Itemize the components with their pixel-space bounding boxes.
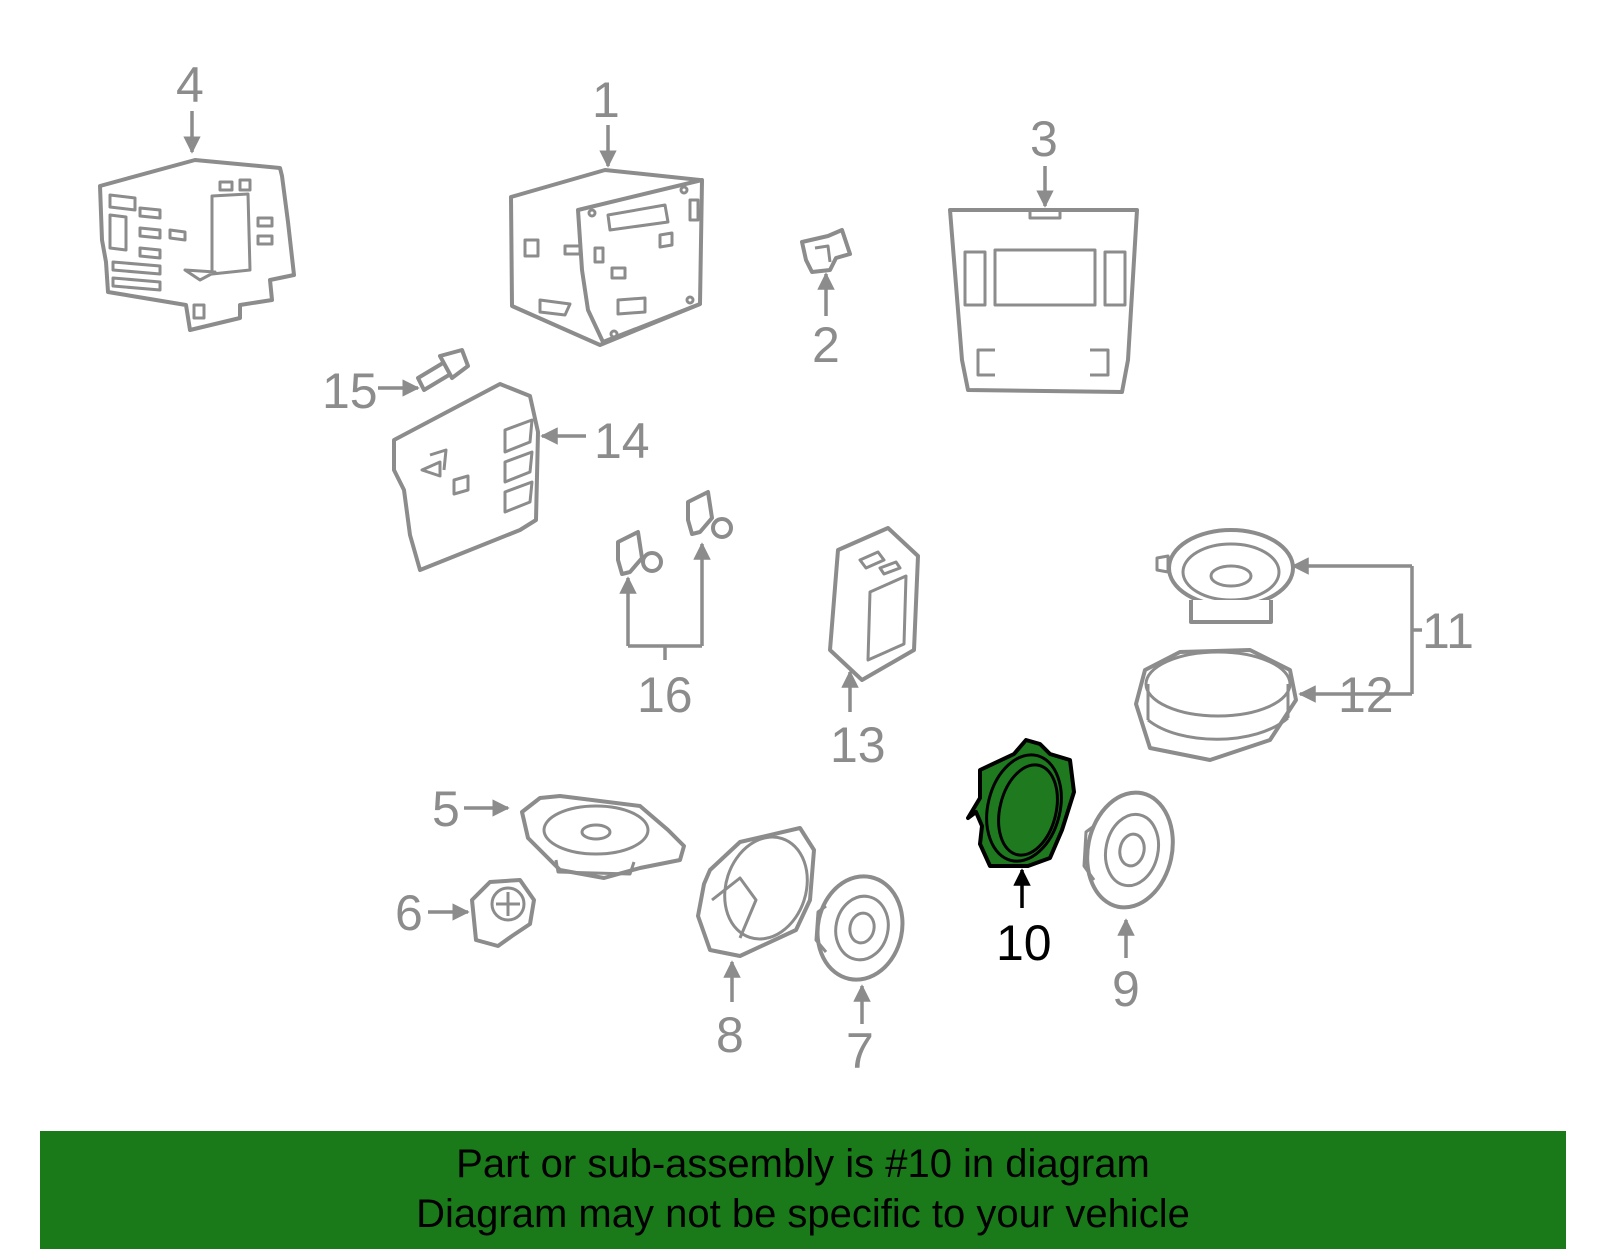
- part-13-module[interactable]: [828, 526, 920, 682]
- part-1-radio-receiver[interactable]: [509, 168, 704, 347]
- part-11-speaker[interactable]: [1155, 528, 1295, 624]
- callout-16: 16: [637, 667, 693, 723]
- part-12-speaker-adapter[interactable]: [1134, 648, 1298, 762]
- callout-10: 10: [996, 915, 1052, 971]
- part-5-speaker[interactable]: [520, 794, 686, 880]
- callout-7: 7: [846, 1023, 874, 1079]
- part-14-amplifier-module[interactable]: [392, 382, 540, 572]
- callout-6: 6: [395, 885, 423, 941]
- info-banner: Part or sub-assembly is #10 in diagram D…: [40, 1131, 1566, 1249]
- callout-1: 1: [592, 72, 620, 128]
- part-6-tweeter[interactable]: [470, 878, 536, 948]
- callout-15: 15: [322, 363, 378, 419]
- part-4-radio-bracket[interactable]: [98, 158, 296, 332]
- callout-11: 11: [1422, 603, 1474, 659]
- callout-13: 13: [830, 717, 886, 773]
- callout-8: 8: [716, 1007, 744, 1063]
- part-16-brackets[interactable]: [616, 490, 733, 576]
- parts-diagram: 4 1 2 3 15 14: [98, 57, 1474, 1079]
- banner-line-2: Diagram may not be specific to your vehi…: [416, 1192, 1190, 1236]
- callout-2: 2: [812, 317, 840, 373]
- callout-12: 12: [1338, 667, 1394, 723]
- callout-14: 14: [594, 413, 650, 469]
- part-3-bezel[interactable]: [948, 208, 1139, 394]
- callout-3: 3: [1030, 111, 1058, 167]
- part-9-speaker[interactable]: [1077, 785, 1183, 916]
- callout-5: 5: [432, 781, 460, 837]
- part-15-bolt[interactable]: [416, 348, 470, 392]
- callout-9: 9: [1112, 961, 1140, 1017]
- part-2-clip[interactable]: [800, 228, 852, 274]
- callout-4: 4: [176, 57, 204, 113]
- part-8-speaker-adapter[interactable]: [696, 826, 820, 958]
- banner-line-1: Part or sub-assembly is #10 in diagram: [456, 1142, 1150, 1186]
- part-10-speaker-adapter-highlighted[interactable]: [966, 738, 1076, 869]
- part-7-speaker[interactable]: [808, 868, 912, 987]
